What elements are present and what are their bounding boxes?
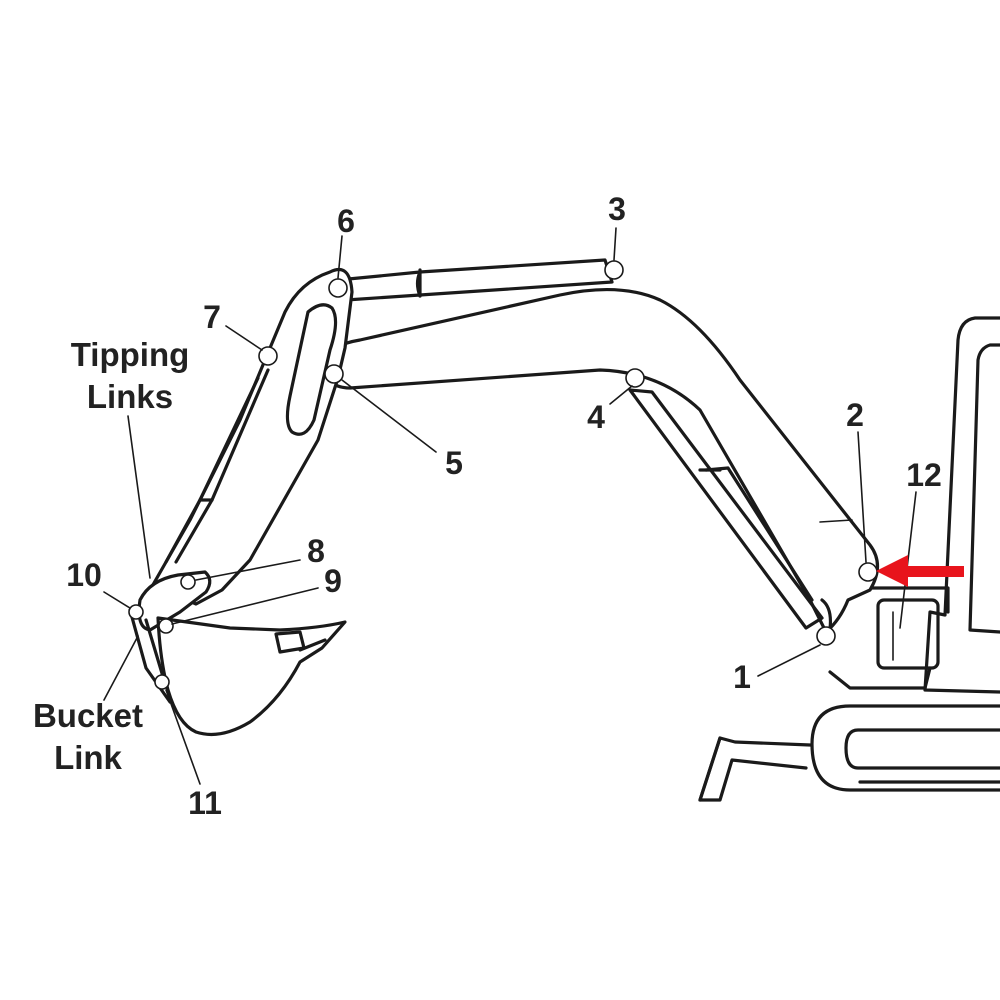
leader-9 bbox=[171, 587, 319, 625]
track-undercarriage bbox=[810, 704, 1000, 792]
callout-1: 1 bbox=[733, 659, 751, 695]
boom bbox=[323, 287, 880, 642]
pin-5 bbox=[324, 364, 344, 384]
pin-8 bbox=[180, 574, 196, 590]
pin-9 bbox=[158, 618, 174, 634]
bucket-link-label-line2: Link bbox=[54, 739, 122, 776]
callout-9: 9 bbox=[324, 563, 342, 599]
pin-3 bbox=[604, 260, 624, 280]
pin-10 bbox=[128, 604, 144, 620]
boom-cylinder bbox=[628, 388, 824, 630]
leader-10 bbox=[103, 591, 131, 609]
pin-1 bbox=[816, 626, 836, 646]
leader-11 bbox=[165, 689, 201, 785]
pins bbox=[128, 260, 878, 690]
red-arrow-icon bbox=[876, 555, 964, 587]
tipping-links-label-line1: Tipping bbox=[71, 336, 190, 373]
callout-11: 11 bbox=[188, 785, 222, 821]
arm-stick bbox=[148, 267, 354, 606]
callout-12: 12 bbox=[906, 457, 942, 493]
leader-bucket-link bbox=[103, 635, 139, 701]
callout-7: 7 bbox=[203, 299, 221, 335]
callout-6: 6 bbox=[337, 203, 355, 239]
leader-1 bbox=[757, 644, 821, 677]
pin-7 bbox=[258, 346, 278, 366]
pin-11 bbox=[154, 674, 170, 690]
callout-8: 8 bbox=[307, 533, 325, 569]
callout-2: 2 bbox=[846, 397, 864, 433]
leader-7 bbox=[225, 325, 263, 351]
leader-6 bbox=[337, 235, 343, 279]
bucket-link-label-line1: Bucket bbox=[33, 697, 143, 734]
pin-2 bbox=[858, 562, 878, 582]
leader-4 bbox=[609, 385, 633, 405]
component-labels: Tipping Links Bucket Link bbox=[33, 336, 189, 776]
pin-4 bbox=[625, 368, 645, 388]
tipping-links-label-line2: Links bbox=[87, 378, 173, 415]
callout-5: 5 bbox=[445, 445, 463, 481]
leader-3 bbox=[613, 227, 617, 261]
bucket bbox=[156, 616, 347, 736]
callout-numbers: 1 2 3 4 5 6 7 8 9 10 11 12 bbox=[66, 191, 942, 821]
dozer-blade bbox=[698, 736, 812, 802]
leader-5 bbox=[341, 379, 437, 453]
leader-8 bbox=[195, 559, 301, 581]
leader-2 bbox=[857, 431, 867, 563]
excavator-cab bbox=[828, 316, 1000, 694]
pin-6 bbox=[328, 278, 348, 298]
callout-10: 10 bbox=[66, 557, 102, 593]
callout-4: 4 bbox=[587, 399, 605, 435]
callout-3: 3 bbox=[608, 191, 626, 227]
leader-tipping-links bbox=[127, 415, 151, 579]
